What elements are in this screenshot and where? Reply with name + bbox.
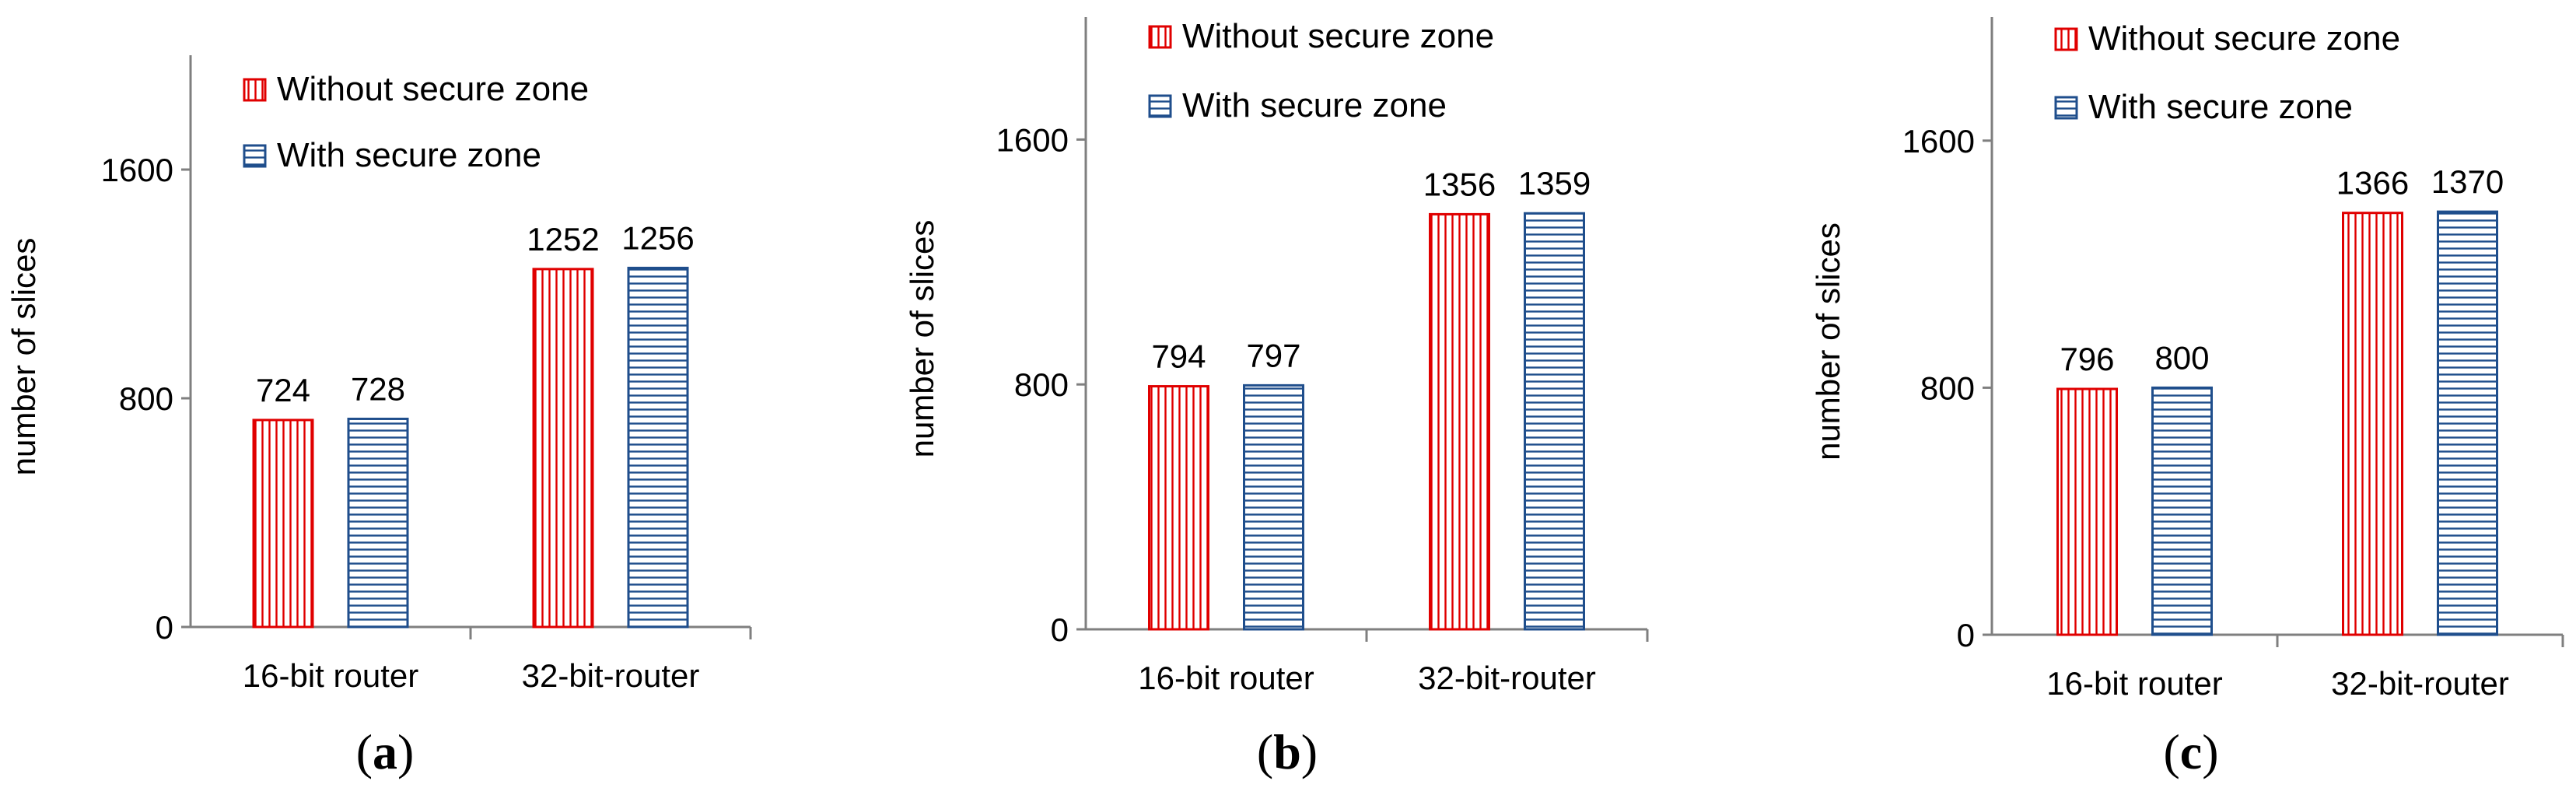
bar-with-secure-zone — [2151, 386, 2213, 636]
legend-swatch-without-secure-zone — [1148, 25, 1172, 49]
x-category-label: 32-bit-router — [1418, 660, 1596, 696]
chart-panel-1: 0 800 1600 number of slices 16-bit router 724… — [5, 55, 752, 779]
legend-label: Without secure zone — [1182, 17, 1494, 55]
data-label: 728 — [351, 370, 405, 407]
y-tick-label: 0 — [1051, 611, 1069, 648]
data-label: 1359 — [1518, 165, 1591, 201]
data-label: 1256 — [621, 219, 694, 256]
x-category-label: 32-bit-router — [2331, 665, 2509, 702]
bar-with-secure-zone — [1243, 383, 1304, 631]
legend-label: With secure zone — [1182, 86, 1447, 124]
legend-label: Without secure zone — [2088, 19, 2400, 58]
bar-with-secure-zone — [627, 266, 689, 629]
data-label: 794 — [1151, 338, 1206, 375]
bar-without-secure-zone — [1429, 212, 1490, 631]
panel-caption: (a) — [356, 724, 415, 779]
legend-label: With secure zone — [2088, 88, 2353, 126]
bar-without-secure-zone — [2056, 387, 2118, 636]
chart-panel-3: 0 800 1600 number of slices 16-bit router 796… — [1810, 17, 2564, 779]
bar-without-secure-zone — [532, 268, 594, 629]
legend-swatch-with-secure-zone — [243, 144, 267, 168]
y-tick-label: 0 — [1957, 617, 1975, 653]
chart-panel-2: 0 800 1600 number of slices 16-bit router 794… — [904, 17, 1649, 779]
data-label: 1252 — [527, 221, 599, 257]
y-tick-label: 1600 — [101, 152, 173, 188]
data-label: 1356 — [1423, 166, 1496, 202]
panel-caption: (b) — [1257, 724, 1318, 779]
y-axis-title: number of slices — [5, 238, 42, 476]
y-tick-label: 800 — [1014, 366, 1069, 403]
data-label: 796 — [2060, 341, 2114, 377]
y-tick-label: 800 — [1920, 369, 1975, 406]
legend-label: Without secure zone — [277, 70, 589, 108]
bar-with-secure-zone — [347, 417, 409, 629]
bar-without-secure-zone — [252, 419, 314, 629]
data-label: 800 — [2154, 339, 2209, 376]
y-tick-label: 800 — [119, 380, 173, 417]
x-category-label: 16-bit router — [1138, 660, 1314, 696]
bar-with-secure-zone — [1524, 212, 1585, 631]
y-tick-label: 1600 — [1902, 123, 1975, 159]
bar-without-secure-zone — [2342, 212, 2403, 636]
legend-label: With secure zone — [277, 136, 541, 174]
x-category-label: 32-bit-router — [522, 657, 700, 694]
legend-swatch-with-secure-zone — [2054, 96, 2078, 120]
y-tick-label: 0 — [156, 609, 173, 646]
x-category-label: 16-bit router — [2046, 665, 2222, 702]
data-label: 1366 — [2336, 165, 2409, 201]
legend-swatch-with-secure-zone — [1148, 94, 1172, 118]
x-category-label: 16-bit router — [243, 657, 418, 694]
panel-caption: (c) — [2163, 724, 2218, 779]
legend-swatch-without-secure-zone — [243, 78, 267, 102]
bar-without-secure-zone — [1148, 385, 1209, 631]
data-label: 797 — [1246, 337, 1300, 373]
bar-with-secure-zone — [2437, 210, 2498, 636]
legend-swatch-without-secure-zone — [2054, 27, 2078, 51]
y-tick-label: 1600 — [996, 121, 1069, 158]
y-axis-title: number of slices — [1810, 222, 1846, 461]
data-label: 724 — [256, 372, 310, 408]
data-label: 1370 — [2431, 163, 2504, 200]
y-axis-title: number of slices — [904, 220, 940, 458]
